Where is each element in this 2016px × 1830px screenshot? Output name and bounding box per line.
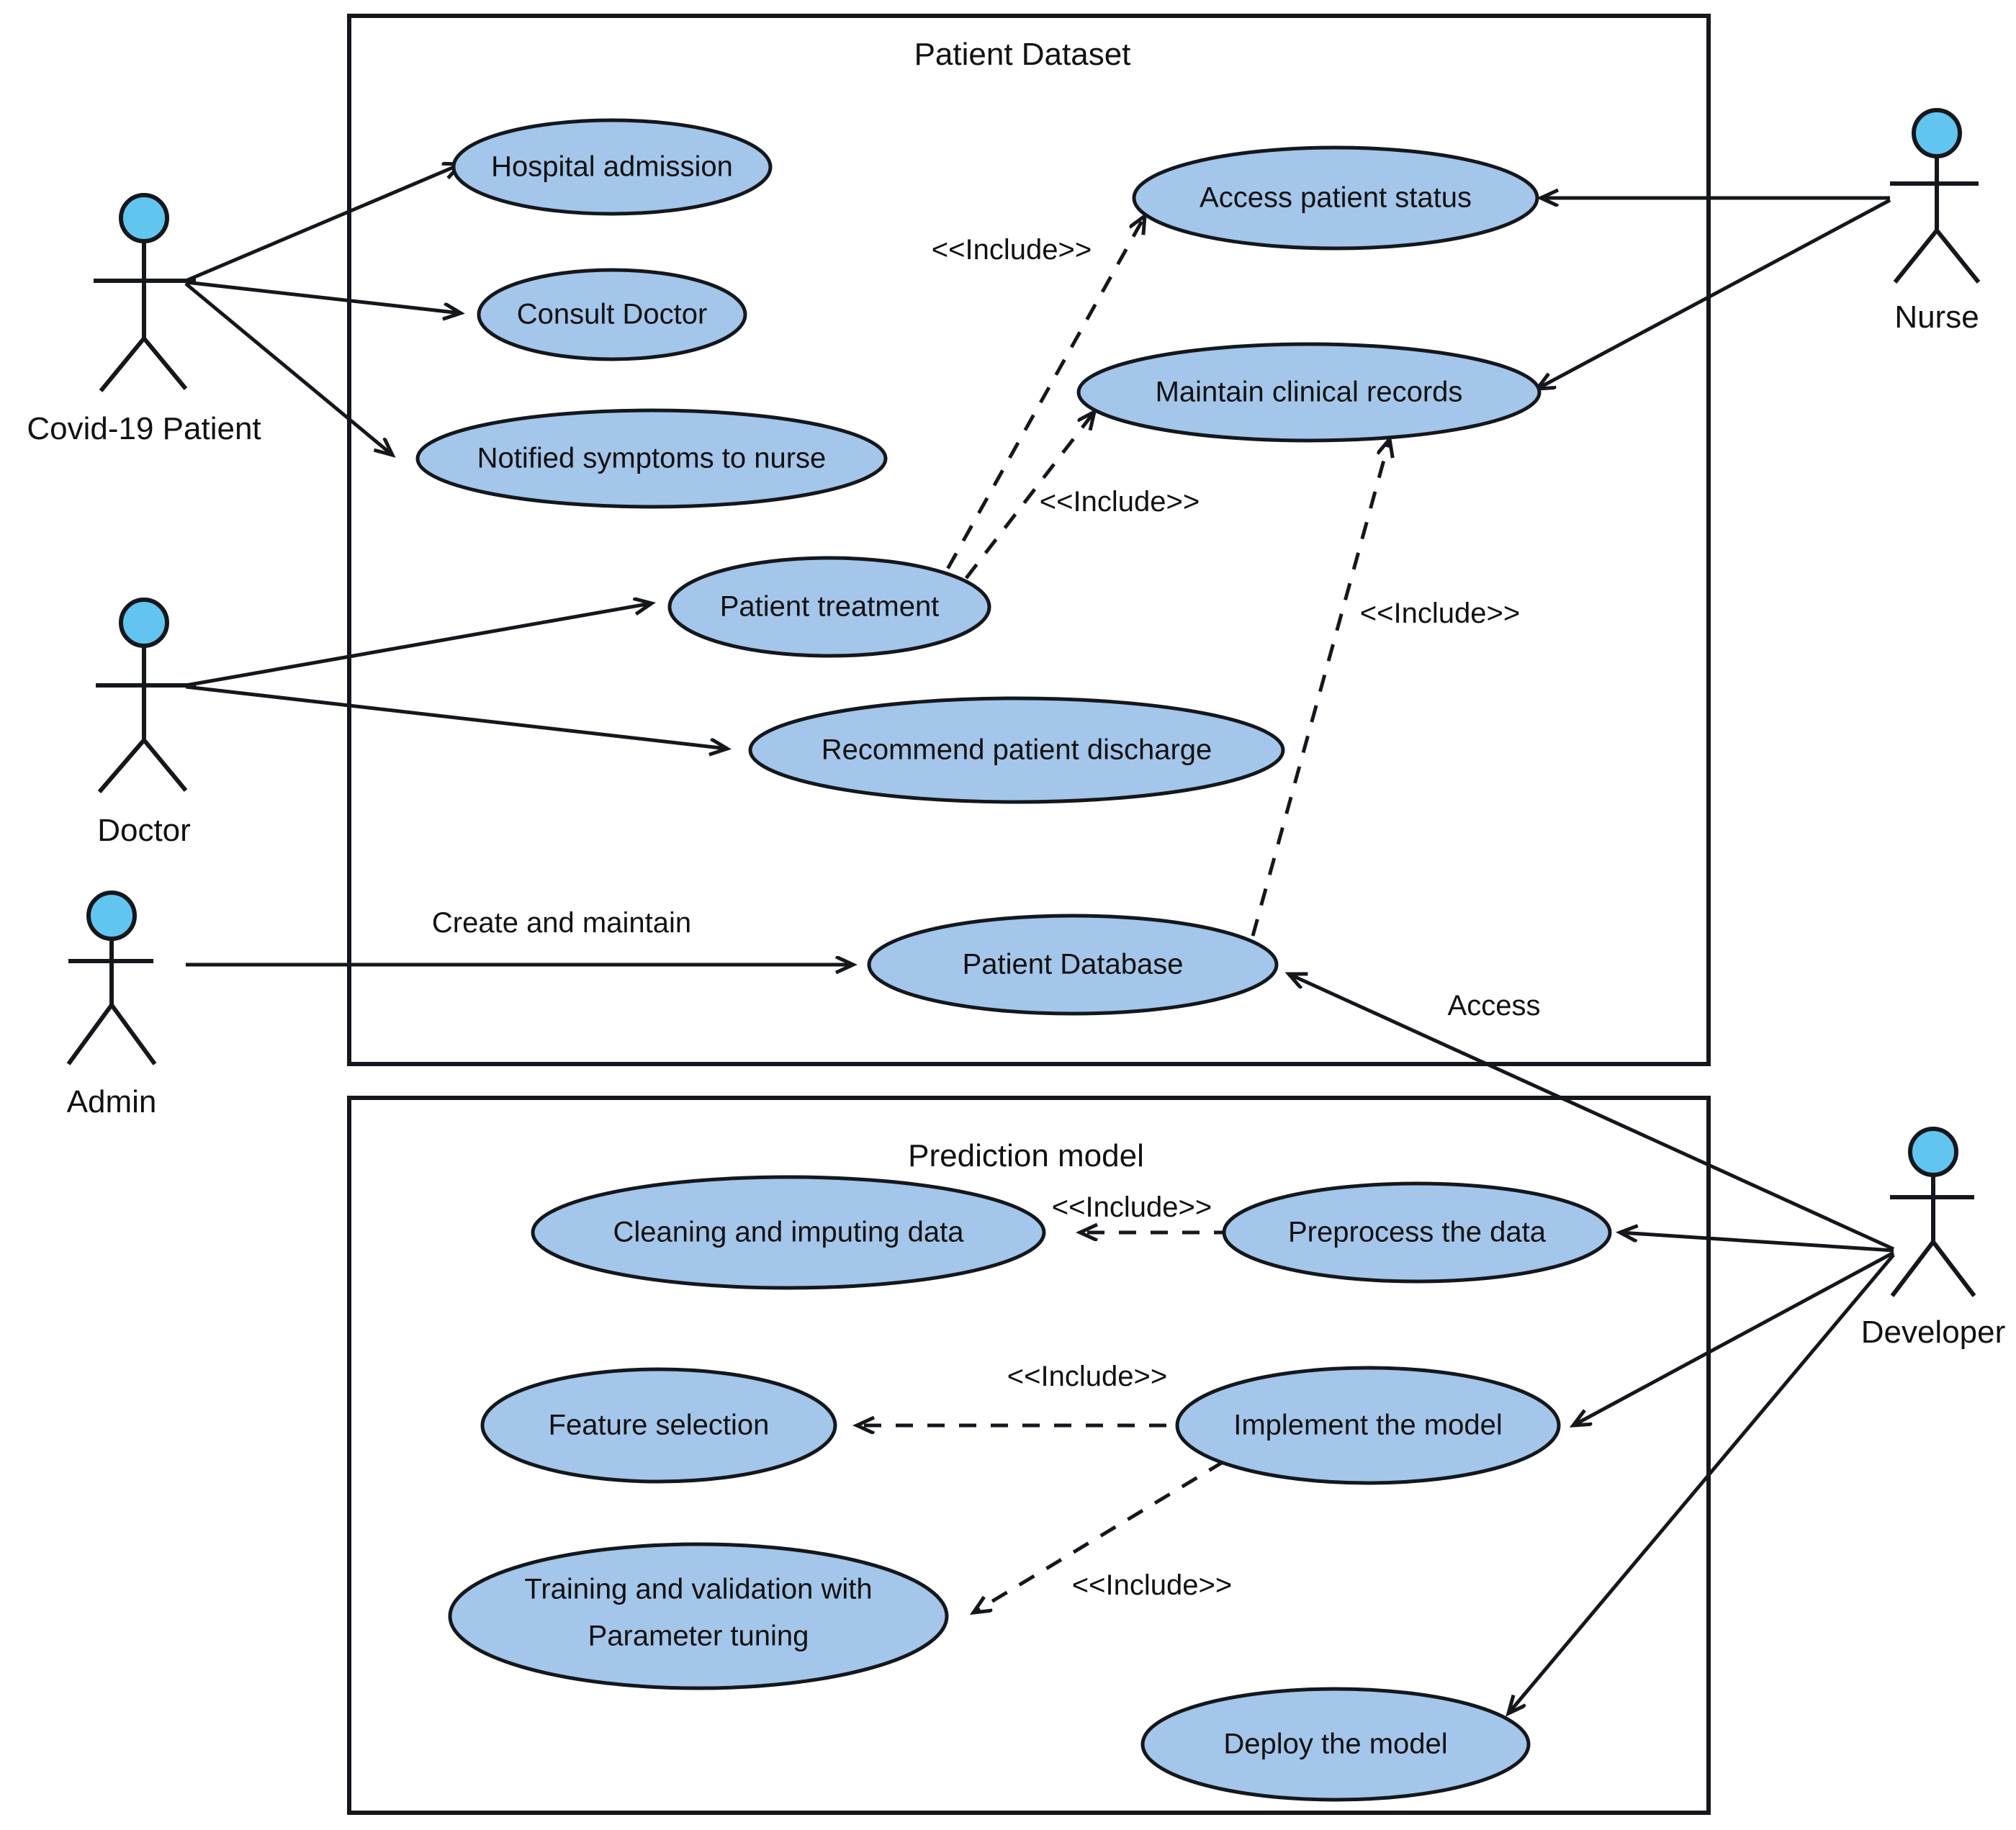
use-case-label: Maintain clinical records xyxy=(1156,377,1463,408)
boundary-title-patient-dataset: Patient Dataset xyxy=(914,37,1131,72)
include-patient-treatment-to-maintain-records xyxy=(945,412,1094,605)
actor-admin[interactable]: Admin xyxy=(66,891,157,1119)
use-case-label: Deploy the model xyxy=(1223,1728,1447,1760)
actor-label: Admin xyxy=(67,1084,157,1119)
assoc-patient-hospital-admission xyxy=(185,164,461,283)
use-case-label: Preprocess the data xyxy=(1288,1217,1547,1248)
actor-label: Doctor xyxy=(97,813,191,848)
include-label-1: <<Include>> xyxy=(932,234,1092,266)
assoc-doctor-patient-treatment xyxy=(185,603,652,688)
use-case-patient-database[interactable]: Patient Database xyxy=(867,914,1279,1016)
boundary-title-prediction-model: Prediction model xyxy=(908,1138,1144,1173)
use-case-cleaning-and-imputing-data[interactable]: Cleaning and imputing data xyxy=(531,1175,1046,1290)
actor-developer[interactable]: Developer xyxy=(1861,1127,2006,1350)
actor-head-icon xyxy=(1912,108,1962,158)
use-case-label: Patient treatment xyxy=(720,591,940,623)
use-case-preprocess-the-data[interactable]: Preprocess the data xyxy=(1222,1181,1612,1284)
include-label-4: <<Include>> xyxy=(1052,1191,1212,1223)
actor-covid-19-patient[interactable]: Covid-19 Patient xyxy=(27,193,261,446)
use-case-consult-doctor[interactable]: Consult Doctor xyxy=(477,268,747,361)
assoc-patient-consult-doctor xyxy=(185,280,461,313)
use-case-access-patient-status[interactable]: Access patient status xyxy=(1132,145,1539,251)
use-case-label-line2: Parameter tuning xyxy=(588,1621,809,1652)
use-case-training-and-validation[interactable]: Training and validation with Parameter t… xyxy=(448,1542,949,1690)
use-case-maintain-clinical-records[interactable]: Maintain clinical records xyxy=(1076,342,1542,443)
use-case-label: Access patient status xyxy=(1200,182,1472,214)
use-case-label: Implement the model xyxy=(1233,1410,1503,1441)
actor-label: Developer xyxy=(1861,1315,2006,1350)
use-case-label: Patient Database xyxy=(963,949,1184,981)
assoc-developer-deploy-model xyxy=(1508,1253,1895,1713)
actor-legs-icon xyxy=(1890,1240,1976,1297)
include-label-5: <<Include>> xyxy=(1007,1361,1167,1392)
actor-head-icon xyxy=(86,891,137,941)
include-label-2: <<Include>> xyxy=(1040,486,1200,518)
assoc-patient-notified-symptoms xyxy=(184,282,392,455)
boundary-patient-dataset xyxy=(347,14,1711,1066)
use-case-label: Cleaning and imputing data xyxy=(613,1217,964,1248)
actor-head-icon xyxy=(119,598,169,648)
actor-legs-icon xyxy=(99,337,188,392)
edge-label-create-and-maintain: Create and maintain xyxy=(432,907,691,939)
use-case-label: Hospital admission xyxy=(491,151,733,183)
use-case-label: Recommend patient discharge xyxy=(822,734,1212,766)
use-case-recommend-patient-discharge[interactable]: Recommend patient discharge xyxy=(748,696,1285,804)
use-case-label-line1: Training and validation with xyxy=(524,1574,872,1605)
assoc-developer-preprocess-data xyxy=(1620,1232,1894,1253)
actor-head-icon xyxy=(119,193,169,243)
include-patient-treatment-to-access-status xyxy=(930,216,1145,598)
use-case-patient-treatment[interactable]: Patient treatment xyxy=(667,556,991,658)
include-patient-database-to-maintain-records xyxy=(1251,439,1390,937)
use-case-notified-symptoms-to-nurse[interactable]: Notified symptoms to nurse xyxy=(415,408,888,509)
edge-label-access: Access xyxy=(1448,990,1541,1022)
actor-legs-icon xyxy=(66,1004,157,1065)
use-case-label: Feature selection xyxy=(549,1410,770,1441)
use-case-label: Consult Doctor xyxy=(517,299,708,330)
actor-nurse[interactable]: Nurse xyxy=(1890,108,1981,335)
actor-legs-icon xyxy=(97,739,188,793)
use-case-feature-selection[interactable]: Feature selection xyxy=(480,1367,837,1484)
actor-legs-icon xyxy=(1893,229,1981,284)
use-case-label: Notified symptoms to nurse xyxy=(477,443,827,474)
assoc-doctor-recommend-discharge xyxy=(185,685,727,749)
use-case-implement-the-model[interactable]: Implement the model xyxy=(1175,1366,1561,1485)
include-label-6: <<Include>> xyxy=(1072,1569,1232,1601)
assoc-nurse-maintain-clinical-records xyxy=(1537,198,1891,389)
actor-label: Nurse xyxy=(1894,299,1979,335)
actor-head-icon xyxy=(1908,1127,1958,1177)
assoc-developer-implement-model xyxy=(1573,1250,1895,1425)
use-case-deploy-the-model[interactable]: Deploy the model xyxy=(1140,1687,1531,1802)
assoc-developer-patient-database xyxy=(1289,974,1895,1251)
include-implement-model-to-training-validation xyxy=(973,1459,1225,1613)
use-case-hospital-admission[interactable]: Hospital admission xyxy=(451,118,773,216)
include-label-3: <<Include>> xyxy=(1360,598,1520,629)
actor-label: Covid-19 Patient xyxy=(27,411,261,446)
actor-doctor[interactable]: Doctor xyxy=(96,598,196,848)
boundary-prediction-model xyxy=(347,1096,1711,1815)
